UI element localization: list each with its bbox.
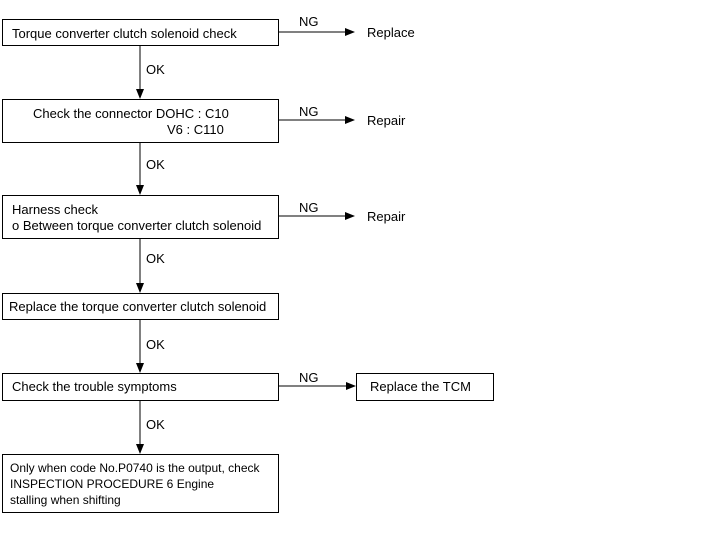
step2-line2: V6 : C110: [167, 122, 224, 137]
ok-label-3: OK: [146, 251, 165, 266]
step5-box: Check the trouble symptoms: [2, 373, 279, 401]
step5-ng-result-box: Replace the TCM: [356, 373, 494, 401]
step6-line1: Only when code No.P0740 is the output, c…: [10, 461, 260, 475]
step3-line2: o Between torque converter clutch soleno…: [12, 218, 262, 233]
step3-ng-result: Repair: [367, 209, 406, 224]
step6-box: Only when code No.P0740 is the output, c…: [2, 454, 279, 513]
ok-label-4: OK: [146, 337, 165, 352]
step6-line3: stalling when shifting: [10, 493, 121, 507]
step6-line2: INSPECTION PROCEDURE 6 Engine: [10, 477, 215, 491]
step1-box: Torque converter clutch solenoid check: [2, 19, 279, 46]
ok-label-2: OK: [146, 157, 165, 172]
step5-text: Check the trouble symptoms: [12, 379, 177, 394]
step1-ng-result: Replace: [367, 25, 415, 40]
step2-ng-label: NG: [299, 104, 319, 119]
step5-ng-result: Replace the TCM: [370, 379, 471, 394]
step4-text: Replace the torque converter clutch sole…: [9, 299, 267, 314]
step2-box: Check the connector DOHC : C10 V6 : C110: [2, 99, 279, 143]
step2-ng-result: Repair: [367, 113, 406, 128]
ok-label-5: OK: [146, 417, 165, 432]
step3-line1: Harness check: [12, 202, 98, 217]
step1-ng-label: NG: [299, 14, 319, 29]
step1-text: Torque converter clutch solenoid check: [12, 26, 237, 41]
step4-box: Replace the torque converter clutch sole…: [2, 293, 279, 320]
step3-box: Harness check o Between torque converter…: [2, 195, 279, 239]
ok-label-1: OK: [146, 62, 165, 77]
step5-ng-label: NG: [299, 370, 319, 385]
step3-ng-label: NG: [299, 200, 319, 215]
step2-line1: Check the connector DOHC : C10: [33, 106, 229, 121]
